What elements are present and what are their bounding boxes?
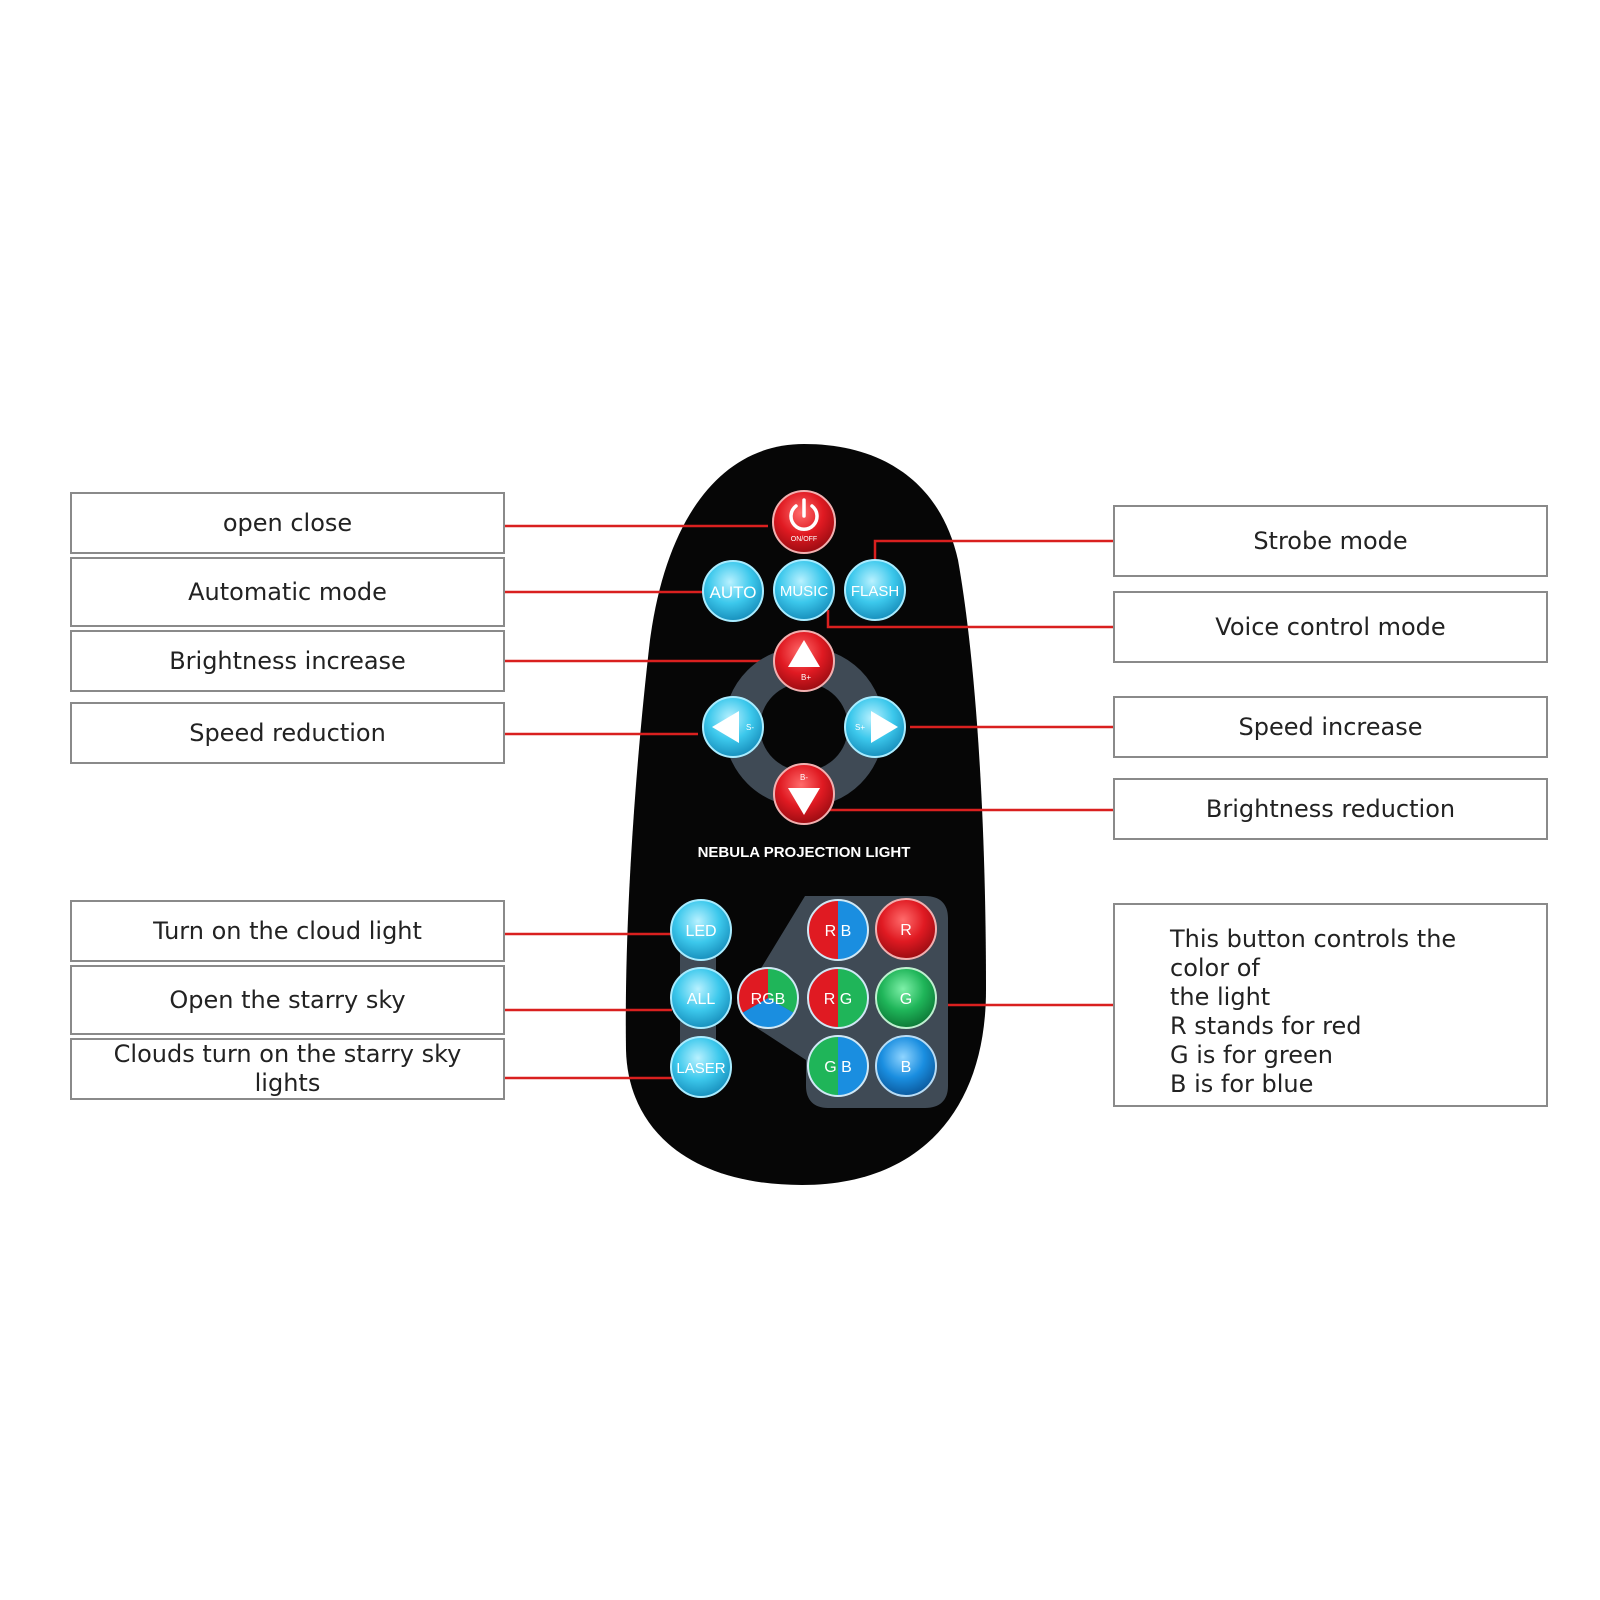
laser-button[interactable]: LASER: [670, 1036, 732, 1098]
leader-voice-control: [826, 610, 1113, 629]
brightness-up-button[interactable]: B+: [773, 630, 835, 692]
music-button[interactable]: MUSIC: [773, 559, 835, 621]
label-text: Speed increase: [1238, 712, 1423, 741]
color-help-line-5: B is for blue: [1170, 1070, 1314, 1098]
label-clouds-starry: Clouds turn on the starry sky lights: [70, 1038, 505, 1100]
r-button-label: R: [900, 922, 912, 939]
triangle-up-icon: [788, 640, 820, 667]
power-button-label: ON/OFF: [791, 536, 817, 543]
all-button-label: ALL: [687, 991, 716, 1008]
power-icon: [789, 504, 819, 531]
speed-up-button[interactable]: S+: [844, 696, 906, 758]
rg-button-label: R G: [824, 991, 852, 1008]
auto-button-label: AUTO: [710, 583, 757, 602]
triangle-down-icon: [788, 788, 820, 815]
label-open-close: open close: [70, 492, 505, 554]
label-brightness-increase: Brightness increase: [70, 630, 505, 692]
g-button-label: G: [900, 991, 912, 1008]
flash-button-label: FLASH: [851, 583, 899, 600]
label-text: Brightness increase: [169, 646, 406, 675]
leader-strobe-mode: [873, 539, 1113, 560]
label-speed-increase: Speed increase: [1113, 696, 1548, 758]
brightness-down-button[interactable]: B-: [773, 763, 835, 825]
label-text: Voice control mode: [1215, 612, 1446, 641]
label-cloud-light: Turn on the cloud light: [70, 900, 505, 962]
rb-button-label: R B: [825, 923, 852, 940]
speed-up-label: S+: [855, 723, 865, 732]
remote-title: NEBULA PROJECTION LIGHT: [698, 844, 911, 861]
leader-lines: [505, 524, 1113, 1080]
label-starry-sky: Open the starry sky: [70, 965, 505, 1035]
label-brightness-reduction: Brightness reduction: [1113, 778, 1548, 840]
color-help-line-2: the light: [1170, 983, 1271, 1011]
rgb-button-label: RGB: [751, 991, 786, 1008]
color-help-line-3: R stands for red: [1170, 1012, 1362, 1040]
b-button-label: B: [901, 1059, 912, 1076]
power-button[interactable]: ON/OFF: [772, 490, 836, 554]
label-text: Strobe mode: [1253, 526, 1408, 555]
label-speed-reduction: Speed reduction: [70, 702, 505, 764]
led-button[interactable]: LED: [670, 899, 732, 961]
label-strobe-mode: Strobe mode: [1113, 505, 1548, 577]
flash-button[interactable]: FLASH: [844, 559, 906, 621]
rg-button[interactable]: R G: [807, 967, 869, 1029]
music-button-label: MUSIC: [780, 583, 829, 600]
laser-button-label: LASER: [676, 1060, 725, 1077]
label-text: Clouds turn on the starry sky lights: [113, 1040, 462, 1097]
speed-down-button[interactable]: S-: [702, 696, 764, 758]
label-text: Turn on the cloud light: [153, 916, 422, 945]
brightness-up-label: B+: [801, 673, 811, 682]
gb-button[interactable]: G B: [807, 1035, 869, 1097]
led-button-label: LED: [685, 923, 716, 940]
label-text: Automatic mode: [188, 577, 387, 606]
label-text: Open the starry sky: [169, 985, 406, 1014]
all-button[interactable]: ALL: [670, 967, 732, 1029]
r-button[interactable]: R: [875, 898, 937, 960]
rgb-button[interactable]: RGB: [737, 967, 799, 1029]
rb-button[interactable]: R B: [807, 899, 869, 961]
triangle-right-icon: [871, 711, 898, 743]
label-text: Brightness reduction: [1205, 794, 1456, 823]
triangle-left-icon: [712, 711, 739, 743]
auto-button[interactable]: AUTO: [702, 560, 764, 622]
g-button[interactable]: G: [875, 967, 937, 1029]
label-text: open close: [222, 508, 353, 537]
label-color-help: This button controls the color of the li…: [1113, 903, 1548, 1107]
label-voice-control-mode: Voice control mode: [1113, 591, 1548, 663]
color-help-line-4: G is for green: [1170, 1041, 1333, 1069]
speed-down-label: S-: [746, 723, 754, 732]
label-automatic-mode: Automatic mode: [70, 557, 505, 627]
b-button[interactable]: B: [875, 1035, 937, 1097]
label-text: Speed reduction: [189, 718, 386, 747]
brightness-down-label: B-: [800, 773, 808, 782]
color-help-line-1: This button controls the color of: [1170, 925, 1457, 982]
gb-button-label: G B: [824, 1059, 852, 1076]
